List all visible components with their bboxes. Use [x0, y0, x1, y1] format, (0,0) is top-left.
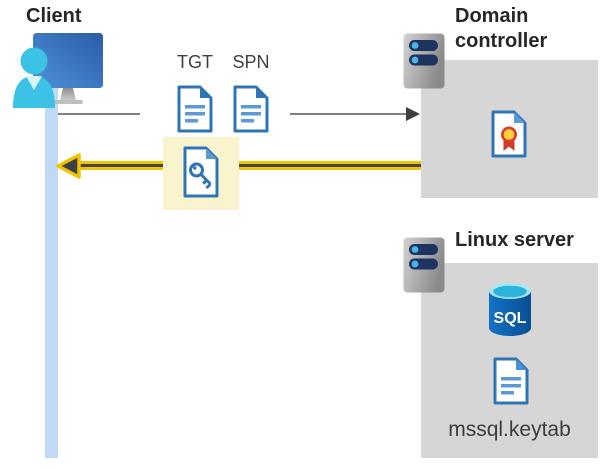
tgt-document-icon	[177, 85, 213, 133]
domain-controller-server-icon	[403, 33, 445, 89]
domain-controller-label: Domain controller	[455, 4, 547, 54]
linux-server-label: Linux server	[455, 229, 574, 251]
certificate-icon	[491, 110, 527, 158]
key-glyph	[189, 162, 212, 190]
request-arrow-head	[406, 107, 420, 121]
sql-label: SQL	[494, 310, 527, 327]
keytab-filename: mssql.keytab	[448, 418, 571, 441]
domain-controller-label-line2: controller	[455, 30, 548, 52]
response-arrow-line	[74, 161, 421, 170]
client-timeline	[45, 88, 58, 458]
keytab-document-icon	[493, 357, 529, 405]
client-label: Client	[26, 5, 82, 27]
tgt-label: TGT	[177, 52, 213, 72]
sql-database-icon: SQL	[489, 283, 531, 336]
key-document-icon	[183, 146, 219, 198]
user-icon	[13, 47, 55, 108]
domain-controller-label-line1: Domain	[455, 5, 529, 27]
spn-document-icon	[233, 85, 269, 133]
client-device-icon	[13, 33, 103, 108]
linux-server-icon	[403, 237, 445, 293]
response-arrow-head	[56, 153, 81, 179]
spn-label: SPN	[232, 52, 270, 72]
monitor-icon	[33, 33, 103, 104]
